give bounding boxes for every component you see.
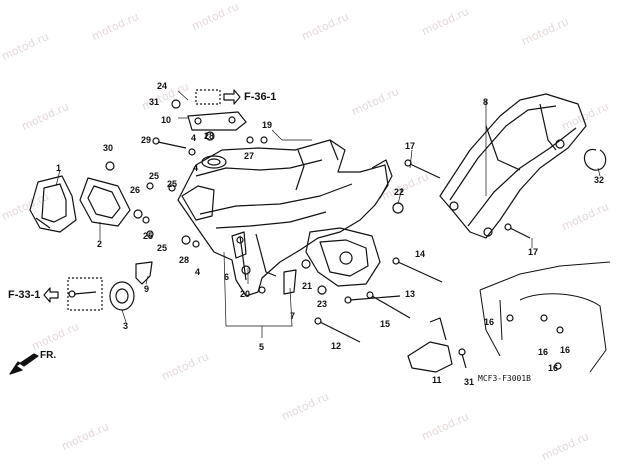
part-17-bolt[interactable] [404, 159, 441, 179]
part-2-duct[interactable] [79, 177, 131, 227]
callout-4: 4 [191, 133, 197, 143]
callout-31: 31 [464, 377, 475, 387]
callout-4: 4 [193, 163, 199, 173]
inset-engine-outline [479, 261, 611, 373]
callout-31: 31 [149, 97, 160, 107]
callout-16: 16 [560, 345, 571, 355]
part-12-bolt[interactable] [314, 317, 361, 343]
part-31-bolt-lower[interactable] [458, 348, 467, 369]
front-direction-arrow [9, 353, 39, 375]
part-15-bolt[interactable] [366, 291, 411, 319]
part-7-mount[interactable] [283, 269, 297, 295]
callout-15: 15 [380, 319, 391, 329]
callout-8: 8 [483, 97, 489, 107]
callout-25: 25 [167, 179, 178, 189]
part-32-clamp[interactable] [583, 148, 607, 171]
callout-22: 22 [394, 187, 405, 197]
callout-21: 21 [302, 281, 313, 291]
part-8-rear-subframe[interactable] [439, 93, 587, 239]
callout-2: 2 [97, 239, 103, 249]
callout-26: 26 [130, 185, 141, 195]
callout-28: 28 [179, 255, 190, 265]
callout-12: 12 [331, 341, 342, 351]
callout-20: 20 [240, 289, 251, 299]
part-6-mount[interactable] [231, 231, 247, 259]
callout-30: 30 [103, 143, 114, 153]
callout-10: 10 [161, 115, 172, 125]
part-29-bolt[interactable] [152, 137, 187, 149]
part-17-bolt-lower[interactable] [504, 223, 531, 239]
part-9-horn-bracket[interactable] [135, 261, 153, 285]
front-label: FR. [40, 350, 57, 361]
callout-25: 25 [149, 171, 160, 181]
callout-17: 17 [528, 247, 539, 257]
ref-arrow-top [195, 89, 241, 105]
callout-13: 13 [405, 289, 416, 299]
diagram-code: MCF3-F3001B [478, 374, 531, 383]
callout-16: 16 [538, 347, 549, 357]
callout-17: 17 [405, 141, 416, 151]
callout-16: 16 [484, 317, 495, 327]
part-3-horn[interactable] [109, 281, 135, 311]
part-10-upper-bracket[interactable] [187, 111, 247, 131]
callout-14: 14 [415, 249, 426, 259]
part-31-bolt-upper[interactable] [171, 99, 181, 109]
part-main-frame[interactable] [177, 139, 393, 297]
callout-27: 27 [244, 151, 255, 161]
callout-4: 4 [195, 267, 201, 277]
callout-7: 7 [290, 311, 296, 321]
callout-1: 1 [56, 163, 62, 173]
part-1-duct-cover[interactable] [29, 175, 77, 233]
reference-label-top[interactable]: F-36-1 [244, 91, 277, 103]
callout-29: 29 [141, 135, 152, 145]
callout-25: 25 [157, 243, 168, 253]
callout-23: 23 [317, 299, 328, 309]
callout-32: 32 [594, 175, 605, 185]
callout-3: 3 [123, 321, 129, 331]
leader-lines [55, 90, 601, 338]
callout-16: 16 [548, 363, 559, 373]
callout-24: 24 [157, 81, 168, 91]
ref-arrow-left [43, 277, 103, 311]
callout-19: 19 [262, 120, 273, 130]
callout-9: 9 [144, 284, 150, 294]
callout-28: 28 [204, 131, 215, 141]
callout-25: 25 [143, 231, 154, 241]
callout-5: 5 [259, 342, 265, 352]
callout-11: 11 [432, 375, 442, 385]
part-31-bolt[interactable] [68, 290, 97, 298]
reference-label-left[interactable]: F-33-1 [8, 289, 41, 301]
callout-6: 6 [224, 272, 230, 282]
part-14-bolt[interactable] [392, 257, 443, 283]
part-lower-mount-bracket[interactable] [305, 227, 381, 287]
nuts-washers [105, 131, 564, 370]
part-11-lower-bracket[interactable] [407, 317, 453, 373]
